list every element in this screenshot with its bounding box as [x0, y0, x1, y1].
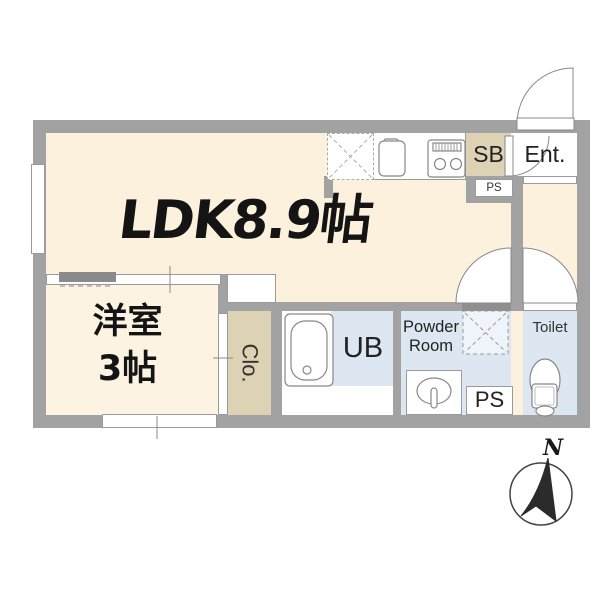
- closet-floor: [227, 311, 272, 415]
- sliding-door-track: [46, 274, 221, 285]
- ps-top-box: [475, 179, 513, 197]
- wall-kitchen-stub: [324, 176, 333, 198]
- sliding-door-panel: [59, 272, 116, 282]
- compass-icon: [509, 457, 573, 526]
- toilet-door-sill: [523, 302, 577, 311]
- western-room-label-line2: 3帖: [97, 349, 158, 389]
- ps-top-label: PS: [486, 181, 502, 194]
- powder-room-label-line1: Powder: [403, 318, 459, 337]
- entrance-step: [523, 176, 577, 184]
- powder-door-threshold: [462, 302, 511, 311]
- wall-top: [33, 120, 590, 133]
- window-bottom: [102, 414, 217, 428]
- ps-bottom-label: PS: [474, 387, 505, 413]
- wall-hall-vertical: [511, 176, 523, 311]
- compass-north-label: N: [542, 434, 564, 461]
- wall-closet-bath: [271, 302, 282, 415]
- ldk-label: LDK8.9帖: [115, 189, 375, 251]
- kitchen-counter: [374, 133, 466, 180]
- toilet-label: Toilet: [532, 318, 568, 336]
- shoe-box-area: [466, 133, 511, 176]
- wall-right: [577, 120, 590, 428]
- unit-bath-zone: [331, 311, 395, 386]
- window-left: [31, 164, 45, 254]
- powder-room-label-line2: Room: [408, 337, 453, 355]
- entrance-label: Ent.: [524, 140, 566, 167]
- closet-label: Clo.: [237, 343, 263, 383]
- washbasin-box: [406, 370, 462, 415]
- powder-room-label: Powder Room: [394, 316, 468, 358]
- wall-mid-horizontal: [219, 302, 462, 311]
- storage-box-above-closet: [227, 274, 276, 303]
- western-room-label-line1: 洋室: [92, 301, 163, 342]
- shoe-box-label: SB: [473, 140, 504, 167]
- wall-bath-powder: [393, 302, 401, 415]
- refrigerator-space-box: [327, 133, 374, 180]
- western-room-label: 洋室 3帖: [60, 296, 195, 396]
- closet-sliding-door: [218, 313, 228, 415]
- western-room-floor: [46, 286, 218, 415]
- wall-westernroom-closet: [218, 274, 228, 313]
- unit-bath-label: UB: [342, 331, 384, 364]
- ps-bottom-box: [466, 386, 513, 415]
